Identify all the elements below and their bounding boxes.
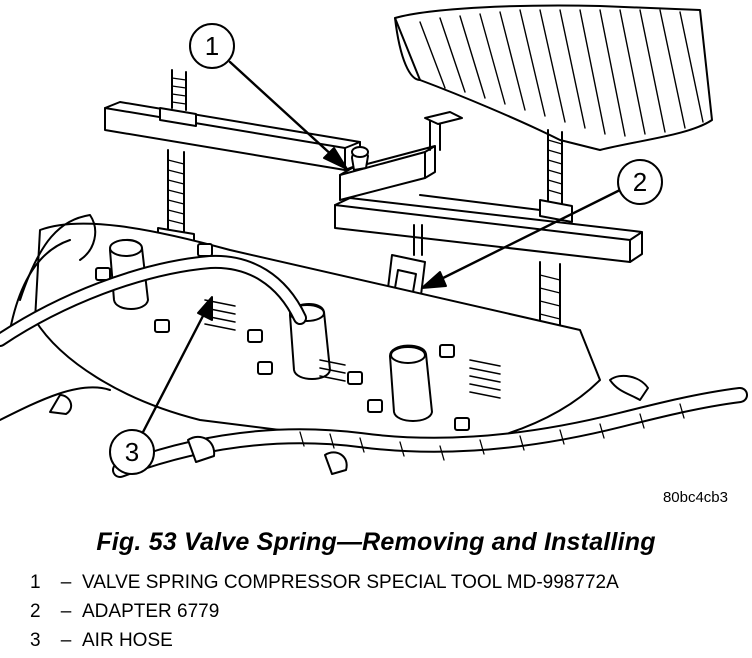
legend-text: VALVE SPRING COMPRESSOR SPECIAL TOOL MD-…	[82, 572, 619, 593]
air-hose-drawing	[0, 254, 307, 347]
cylinder-head-drawing	[9, 214, 601, 451]
legend-text: AIR HOSE	[82, 630, 173, 651]
wiring-harness-drawing	[0, 374, 748, 478]
callout-2: 2	[617, 159, 663, 205]
engine-cover-drawing	[394, 4, 713, 151]
svg-text:1: 1	[205, 31, 219, 61]
svg-text:3: 3	[125, 437, 139, 467]
legend-number: 2	[30, 601, 41, 622]
callout-leaders	[140, 60, 622, 436]
legend-item: 1–VALVE SPRING COMPRESSOR SPECIAL TOOL M…	[30, 568, 619, 597]
compressor-tool-drawing	[104, 69, 643, 386]
legend-number: 3	[30, 630, 41, 651]
legend-dash: –	[60, 572, 72, 593]
legend-dash: –	[60, 630, 72, 651]
legend-item: 2–ADAPTER 6779	[30, 597, 619, 626]
callout-3: 3	[109, 429, 155, 475]
figure-caption: Fig. 53 Valve Spring—Removing and Instal…	[96, 528, 656, 556]
svg-text:2: 2	[633, 167, 647, 197]
legend-dash: –	[60, 601, 72, 622]
legend-list: 1–VALVE SPRING COMPRESSOR SPECIAL TOOL M…	[30, 568, 619, 655]
image-code: 80bc4cb3	[663, 489, 728, 506]
callout-1: 1	[189, 23, 235, 69]
legend-item: 3–AIR HOSE	[30, 626, 619, 655]
valve-spring-illustration: 1 2 3 80bc4cb3	[0, 4, 748, 506]
legend-text: ADAPTER 6779	[82, 601, 220, 622]
legend-number: 1	[30, 572, 41, 593]
